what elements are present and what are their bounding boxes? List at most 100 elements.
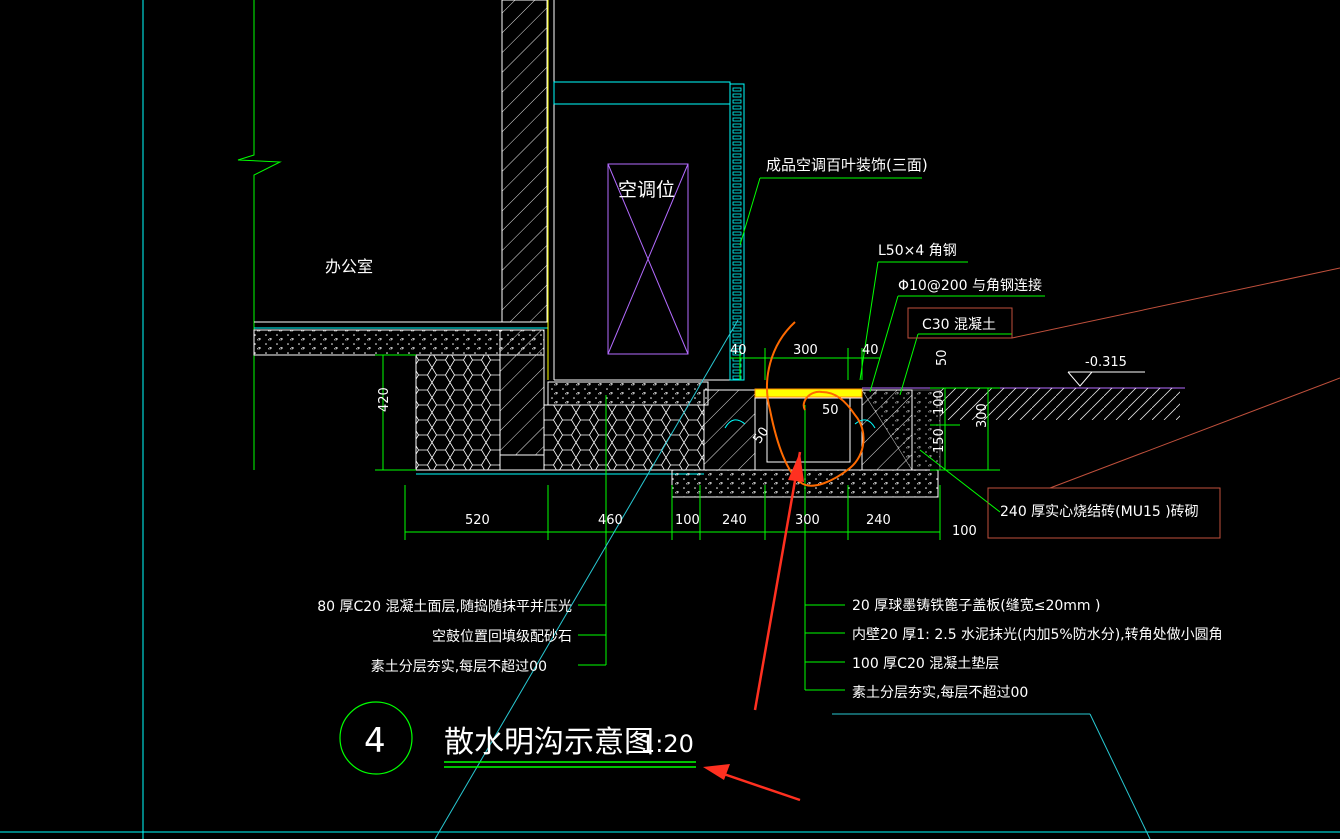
dim-240-a: 240 (722, 513, 747, 528)
louver-slat (732, 147, 742, 152)
louver-slat (732, 285, 742, 290)
dim-150-vert: 150 (932, 428, 947, 453)
markup-annotations (703, 321, 865, 802)
notes-left: 80 厚C20 混凝土面层,随捣随抹平并压光 空鼓位置回填级配砂石 素土分层夯实… (317, 598, 572, 675)
louver-slat (732, 327, 742, 332)
louver-slat (732, 195, 742, 200)
louver-slat (732, 189, 742, 194)
louver-slat (732, 141, 742, 146)
louver-slat (732, 93, 742, 98)
louver-slat (732, 99, 742, 104)
louver-slat (732, 255, 742, 260)
louver-slat (732, 363, 742, 368)
louver-slat (732, 129, 742, 134)
notes-right: 20 厚球墨铸铁篦子盖板(缝宽≤20mm ) 内壁20 厚1: 2.5 水泥抹光… (852, 597, 1223, 701)
louver-slat (732, 165, 742, 170)
louver-slat (732, 207, 742, 212)
note-right-1: 20 厚球墨铸铁篦子盖板(缝宽≤20mm ) (852, 597, 1100, 614)
louver-slat (732, 201, 742, 206)
louver-callout: 成品空调百叶装饰(三面) (766, 156, 928, 174)
louver-slat (732, 273, 742, 278)
dim-240-b: 240 (866, 513, 891, 528)
concrete-callout: C30 混凝土 (922, 317, 996, 333)
brown-callouts (907, 267, 1340, 539)
labels: 办公室 空调位 成品空调百叶装饰(三面) L50×4 角钢 Φ10@200 与角… (325, 156, 1199, 520)
louver-slat (732, 333, 742, 338)
louver-slat (732, 183, 742, 188)
louver-slat (732, 369, 742, 374)
louver-slat (732, 111, 742, 116)
louver-slat (732, 231, 742, 236)
brick-wall-section (501, 0, 555, 380)
louver-slat (732, 135, 742, 140)
louver-slat (732, 153, 742, 158)
note-left-3: 素土分层夯实,每层不超过00 (371, 659, 547, 675)
dim-420: 420 (377, 387, 392, 412)
leader-lines (578, 177, 1045, 691)
note-left-2: 空鼓位置回填级配砂石 (432, 629, 572, 645)
dimension-labels: 420 40 300 40 50 50 50 100 150 300 520 4… (377, 343, 990, 539)
louver-slat (732, 177, 742, 182)
room-label: 办公室 (325, 257, 373, 276)
dimension-lines (375, 348, 1000, 540)
brick-callout: 240 厚实心烧结砖(MU15 )砖砌 (1000, 504, 1199, 520)
dim-50-inner: 50 (822, 403, 839, 418)
drainage-ditch (671, 388, 941, 498)
construction-lines (434, 319, 1151, 839)
dim-100-bottom: 100 (675, 513, 700, 528)
louver-slat (732, 159, 742, 164)
louver-slat (732, 351, 742, 356)
note-right-2: 内壁20 厚1: 2.5 水泥抹光(内加5%防水分),转角处做小圆角 (852, 627, 1223, 643)
dim-100-end: 100 (952, 524, 977, 539)
louver-slat (732, 213, 742, 218)
louver-slat (732, 339, 742, 344)
louver-slat (732, 105, 742, 110)
floor-slab (253, 329, 545, 456)
detail-number: 4 (364, 721, 386, 761)
dim-520: 520 (465, 513, 490, 528)
dim-300-vert: 300 (975, 403, 990, 428)
ac-label: 空调位 (618, 179, 675, 201)
ac-unit-area (553, 81, 745, 381)
dim-300-bottom: 300 (795, 513, 820, 528)
rebar-callout: Φ10@200 与角钢连接 (898, 277, 1042, 294)
dim-100-vert: 100 (932, 390, 947, 415)
louver-slat (732, 375, 742, 380)
louver-slat (732, 87, 742, 92)
note-right-4: 素土分层夯实,每层不超过00 (852, 685, 1028, 701)
louver-slat (732, 261, 742, 266)
title-block: 4 散水明沟示意图 1:20 (339, 701, 696, 775)
louver-slat (732, 309, 742, 314)
dim-40-right: 40 (862, 343, 879, 358)
dim-460: 460 (598, 513, 623, 528)
dim-300-top: 300 (793, 343, 818, 358)
louver-slat (732, 219, 742, 224)
note-left-1: 80 厚C20 混凝土面层,随捣随抹平并压光 (317, 598, 572, 615)
louver-slat (732, 171, 742, 176)
ground-line (862, 371, 1185, 420)
louver-slat (732, 123, 742, 128)
louver-slat (732, 243, 742, 248)
louver-slat (732, 345, 742, 350)
louver-slat (732, 297, 742, 302)
louver-slat (732, 117, 742, 122)
dim-40-left: 40 (730, 343, 747, 358)
louver-slat (732, 303, 742, 308)
platform-slab (547, 381, 709, 406)
louver-slat (732, 237, 742, 242)
elevation-label: -0.315 (1085, 355, 1127, 370)
louver-slat (732, 267, 742, 272)
louver-slats (732, 87, 742, 380)
louver-slat (732, 291, 742, 296)
dim-50-top: 50 (935, 349, 950, 366)
louver-slat (732, 279, 742, 284)
drawing-scale: 1:20 (640, 730, 694, 758)
angle-steel-callout: L50×4 角钢 (878, 243, 957, 259)
louver-slat (732, 315, 742, 320)
note-right-3: 100 厚C20 混凝土垫层 (852, 656, 999, 672)
drawing-title: 散水明沟示意图 (444, 725, 654, 760)
louver-slat (732, 225, 742, 230)
louver-slat (732, 249, 742, 254)
